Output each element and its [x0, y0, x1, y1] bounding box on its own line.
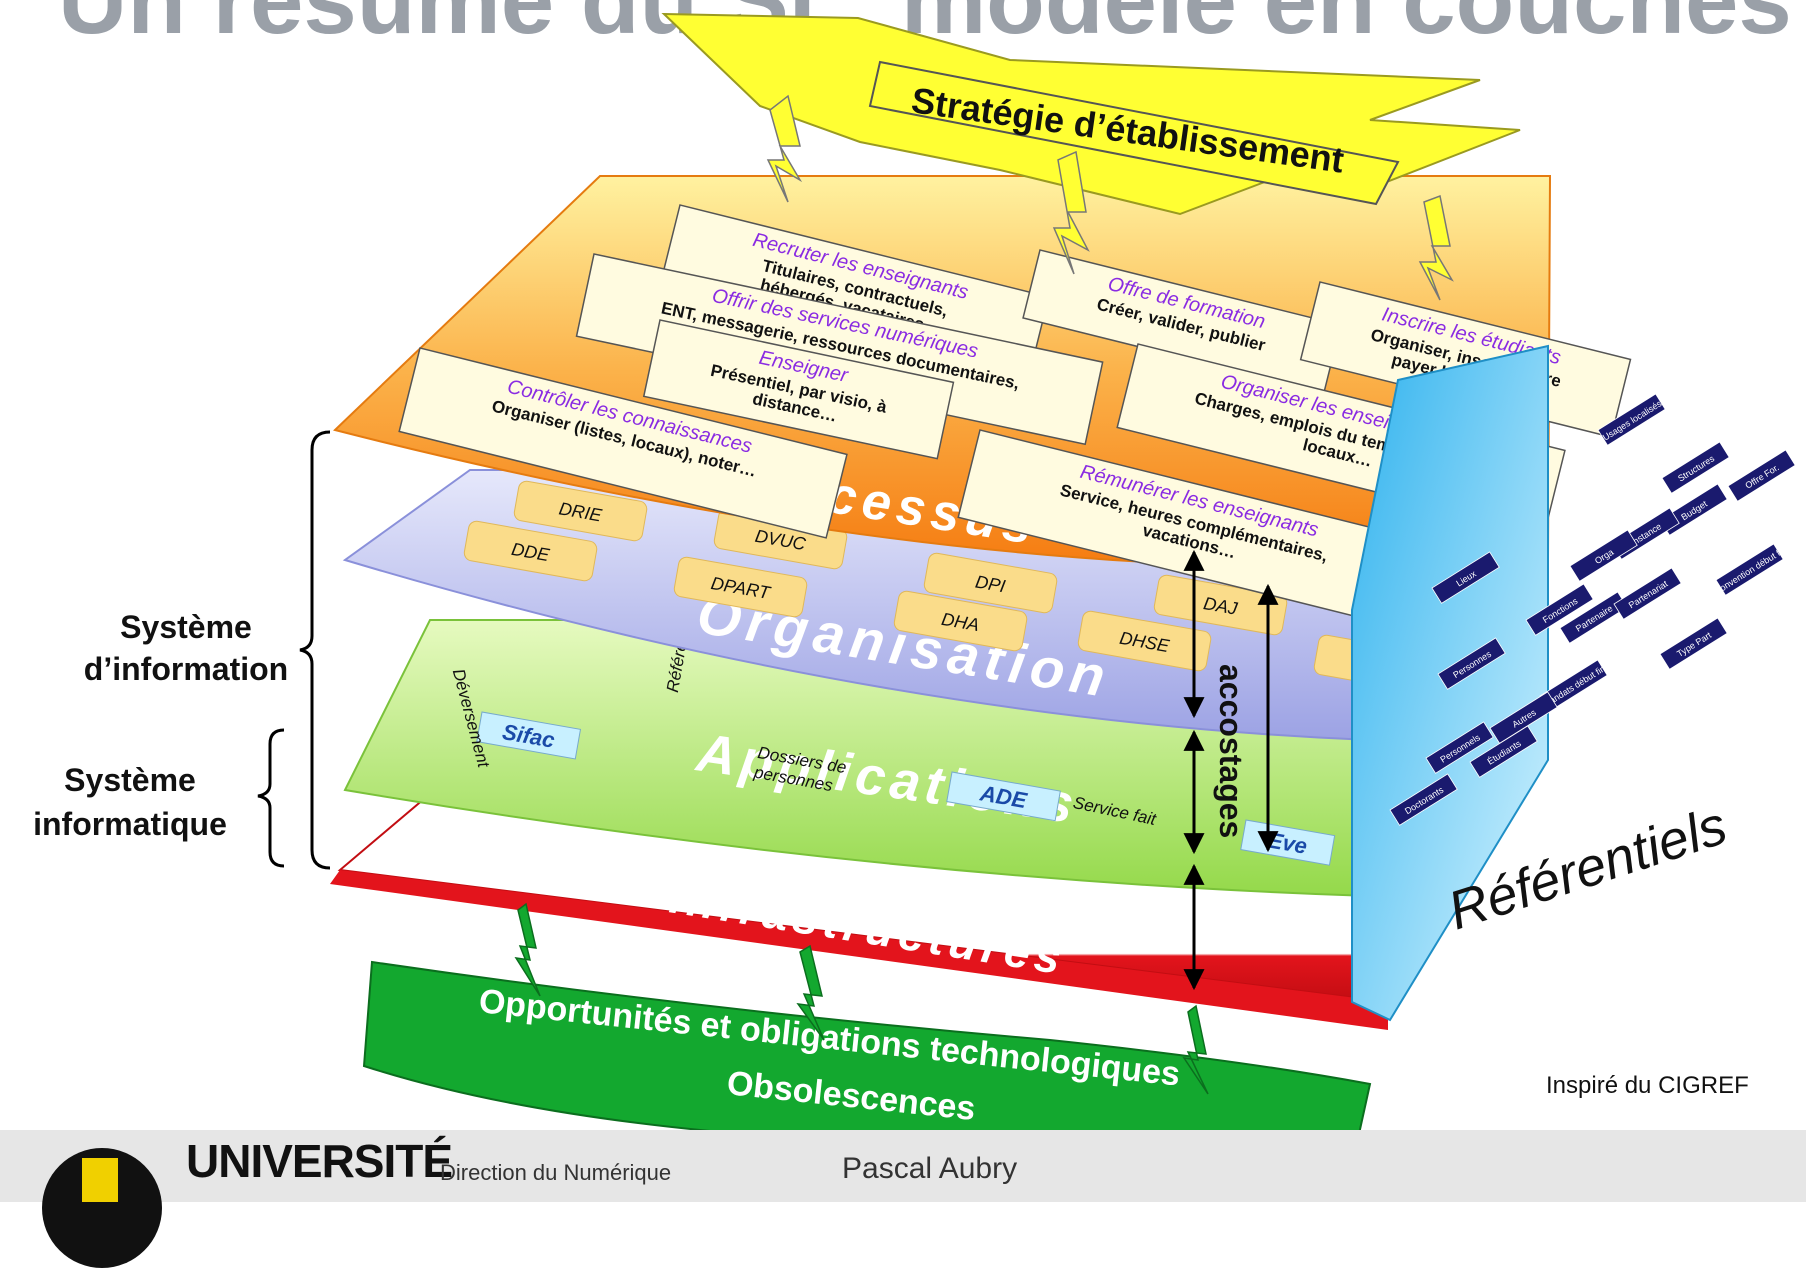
referentiel-node-bg	[1569, 529, 1638, 582]
referentiel-node-bg	[1597, 393, 1666, 446]
referentiel-node: Fonctions	[1525, 583, 1594, 636]
org-unit-box: DDE	[463, 520, 598, 582]
footer-bar: UNIVERSITÉ Direction du Numérique Pascal…	[0, 1130, 1806, 1268]
processus-layer: Processus Recruter les enseignantsTitula…	[333, 175, 1632, 630]
systeme-informatique-label: Système informatique	[10, 758, 250, 846]
org-unit-box: DPART	[673, 556, 808, 618]
referentiel-node: Partenariat	[1613, 567, 1682, 620]
referentiel-node-bg	[1715, 543, 1784, 596]
systeme-information-label: Système d’information	[56, 606, 316, 690]
org-unit-bg	[463, 520, 598, 582]
si-layer-diagram: Infrastructures Applications SifacADEEve…	[257, 12, 1796, 1202]
systeme-informatique-text: Système informatique	[33, 762, 227, 842]
credit-text: Inspiré du CIGREF	[1546, 1072, 1749, 1099]
strategy-banner: Stratégie d’établissement	[661, 12, 1521, 301]
referentiel-node: Étudiants	[1469, 725, 1538, 778]
referentiel-node-bg	[1661, 441, 1730, 494]
referentiel-node: Convention début fin	[1712, 543, 1788, 597]
bolt-icon	[766, 94, 803, 203]
referentiel-node-bg	[1727, 449, 1796, 502]
application-box: ADE	[946, 771, 1061, 822]
referentiel-node-bg	[1489, 691, 1558, 744]
application-box-bg	[476, 711, 582, 760]
referentiel-node-bg	[1525, 583, 1594, 636]
referentiel-node-bg	[1425, 721, 1494, 774]
left-braces	[257, 430, 331, 870]
org-unit-box: DVUC	[713, 508, 848, 570]
application-box-bg	[946, 771, 1061, 822]
org-unit-bg	[923, 552, 1058, 614]
referentiel-node-bg	[1613, 567, 1682, 620]
org-unit-box: DHSE	[1077, 610, 1212, 672]
referentiel-node: Type Part	[1659, 617, 1728, 670]
org-unit-bg	[893, 590, 1028, 652]
bolt-icon	[1418, 194, 1454, 301]
accostages-arrows: accostages	[1183, 549, 1279, 991]
footer-university: UNIVERSITÉ	[186, 1135, 453, 1187]
footer-author: Pascal Aubry	[842, 1152, 1018, 1185]
org-unit-box: DPI	[923, 552, 1058, 614]
process-box-bg	[398, 347, 848, 539]
footer-direction: Direction du Numérique	[440, 1160, 672, 1185]
process-box-bg	[642, 319, 955, 460]
org-unit-box: DRIE	[513, 480, 648, 542]
bolt-icon	[1052, 150, 1090, 275]
systeme-information-text: Système d’information	[83, 609, 289, 687]
bolt-icon	[796, 944, 825, 1041]
org-unit-bg	[673, 556, 808, 618]
referentiel-node-bg	[1431, 551, 1500, 604]
referentiel-node: Offre For.	[1727, 449, 1796, 502]
referentiel-node: Orga	[1569, 529, 1638, 582]
bolt-icon	[514, 902, 541, 997]
referentiel-node-bg	[1437, 637, 1506, 690]
bolt-icon	[1182, 1004, 1209, 1095]
accostages-label: accostages	[1213, 664, 1249, 838]
org-unit-bg	[1077, 610, 1212, 672]
referentiel-node-bg	[1469, 725, 1538, 778]
application-box: Sifac	[476, 711, 582, 760]
org-unit-box: DHA	[893, 590, 1028, 652]
referentiel-node-label: Convention début fin	[1712, 544, 1787, 596]
referentiel-node: Lieux	[1431, 551, 1500, 604]
org-unit-bg	[513, 480, 648, 542]
referentiel-node-bg	[1659, 617, 1728, 670]
referentiel-node-bg	[1389, 773, 1458, 826]
university-logo-mark	[82, 1158, 118, 1202]
